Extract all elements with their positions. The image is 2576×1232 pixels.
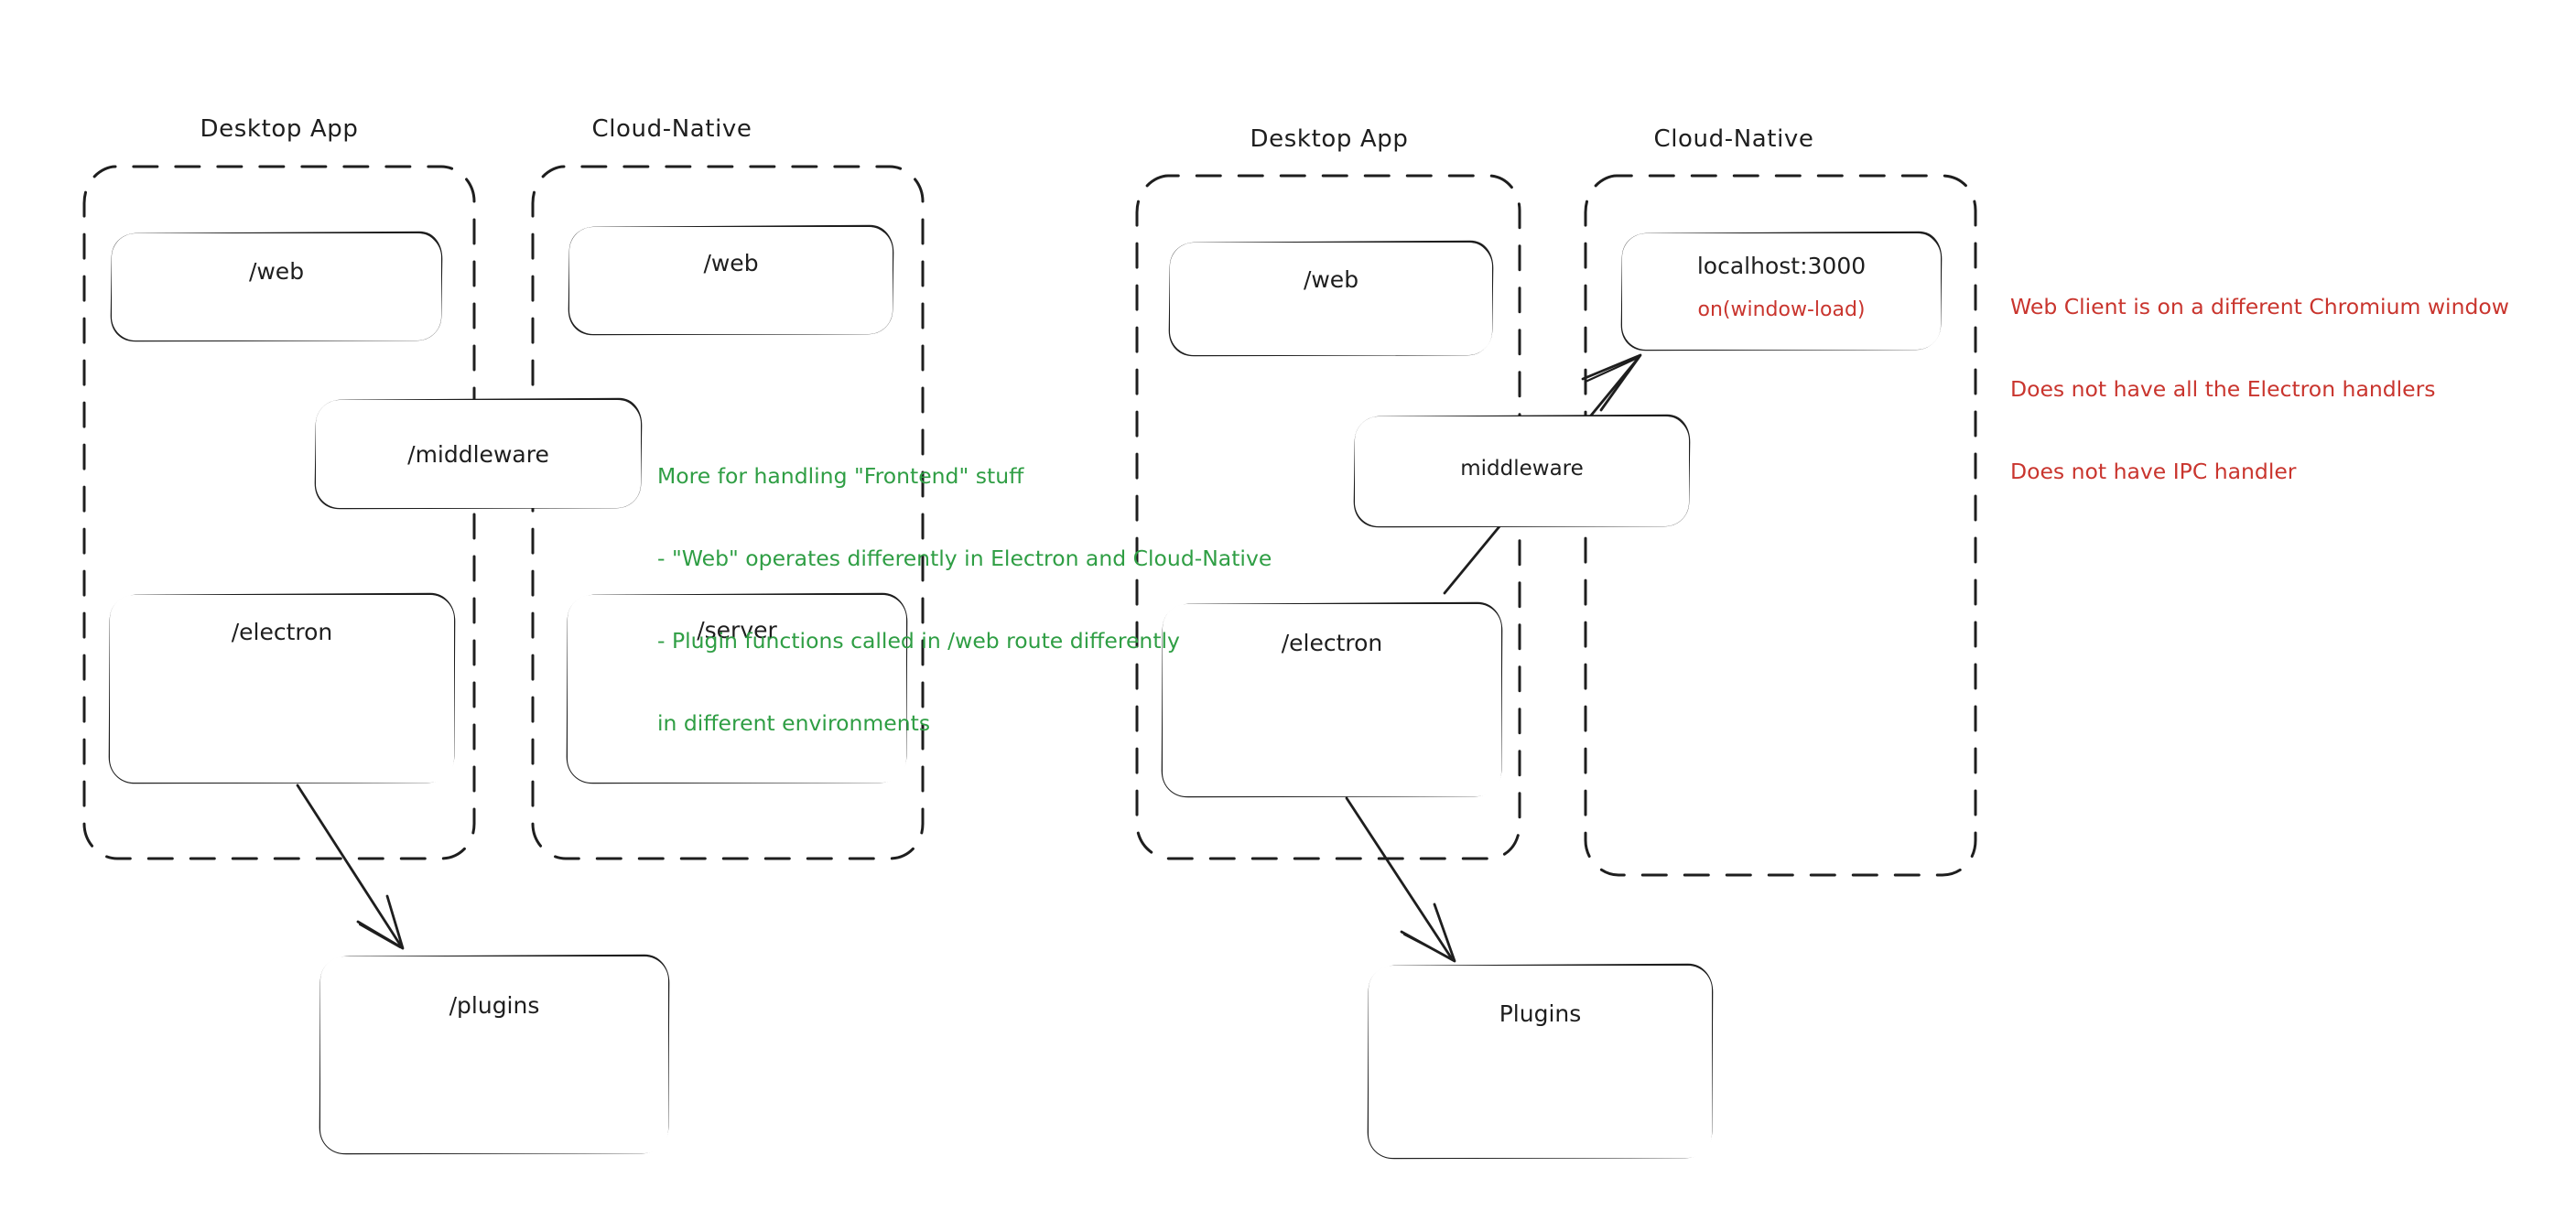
node-right-middleware-label: middleware (1460, 457, 1584, 481)
arrow-right-electron-to-plugins (1345, 796, 1456, 963)
group-title-right-cloud-native: Cloud-Native (1653, 125, 1814, 153)
node-left-plugins-label: /plugins (449, 992, 540, 1019)
node-left-desktop-web-label: /web (248, 258, 305, 285)
node-left-desktop-electron-label: /electron (231, 619, 333, 645)
node-right-cloud-localhost-label: localhost:3000 (1696, 253, 1867, 279)
node-left-cloud-server-label: /server (697, 617, 777, 643)
annotation-red-note: Web Client is on a different Chromium wi… (2010, 238, 2509, 540)
group-title-right-desktop-app: Desktop App (1250, 125, 1409, 153)
annotation-green-line-2: - "Web" operates differently in Electron… (657, 546, 1272, 571)
group-title-left-desktop-app: Desktop App (200, 115, 359, 143)
node-right-desktop-electron-label: /electron (1281, 630, 1383, 656)
node-left-middleware-label: /middleware (407, 441, 549, 468)
node-right-cloud-localhost-sublabel: on(window-load) (1697, 298, 1866, 321)
arrow-left-electron-to-plugins (296, 784, 405, 950)
annotation-green-line-3: - Plugin functions called in /web route … (657, 628, 1180, 654)
node-left-plugins[interactable]: /plugins (320, 956, 668, 1153)
node-left-cloud-server[interactable]: /server (568, 595, 906, 783)
node-right-plugins-label: Plugins (1499, 1000, 1582, 1027)
node-right-middleware[interactable]: middleware (1355, 416, 1689, 526)
node-left-desktop-electron[interactable]: /electron (110, 595, 454, 783)
node-right-plugins[interactable]: Plugins (1369, 966, 1712, 1158)
annotation-green-line-4: in different environments (657, 710, 931, 736)
annotation-green-line-1: More for handling "Frontend" stuff (657, 463, 1024, 489)
node-left-cloud-web-label: /web (703, 250, 759, 276)
annotation-red-line-1: Web Client is on a different Chromium wi… (2010, 294, 2509, 319)
node-left-middleware[interactable]: /middleware (316, 400, 641, 508)
node-right-cloud-localhost[interactable]: localhost:3000 on(window-load) (1622, 233, 1941, 350)
group-title-left-cloud-native: Cloud-Native (591, 115, 752, 143)
node-right-desktop-web[interactable]: /web (1170, 243, 1492, 355)
node-left-cloud-web[interactable]: /web (569, 227, 893, 334)
annotation-green-note: More for handling "Frontend" stuff - "We… (657, 407, 1272, 792)
node-right-desktop-electron[interactable]: /electron (1163, 604, 1501, 796)
annotation-red-line-2: Does not have all the Electron handlers (2010, 376, 2436, 402)
annotation-red-line-3: Does not have IPC handler (2010, 459, 2297, 484)
node-right-desktop-web-label: /web (1303, 266, 1359, 293)
node-left-desktop-web[interactable]: /web (112, 233, 441, 340)
